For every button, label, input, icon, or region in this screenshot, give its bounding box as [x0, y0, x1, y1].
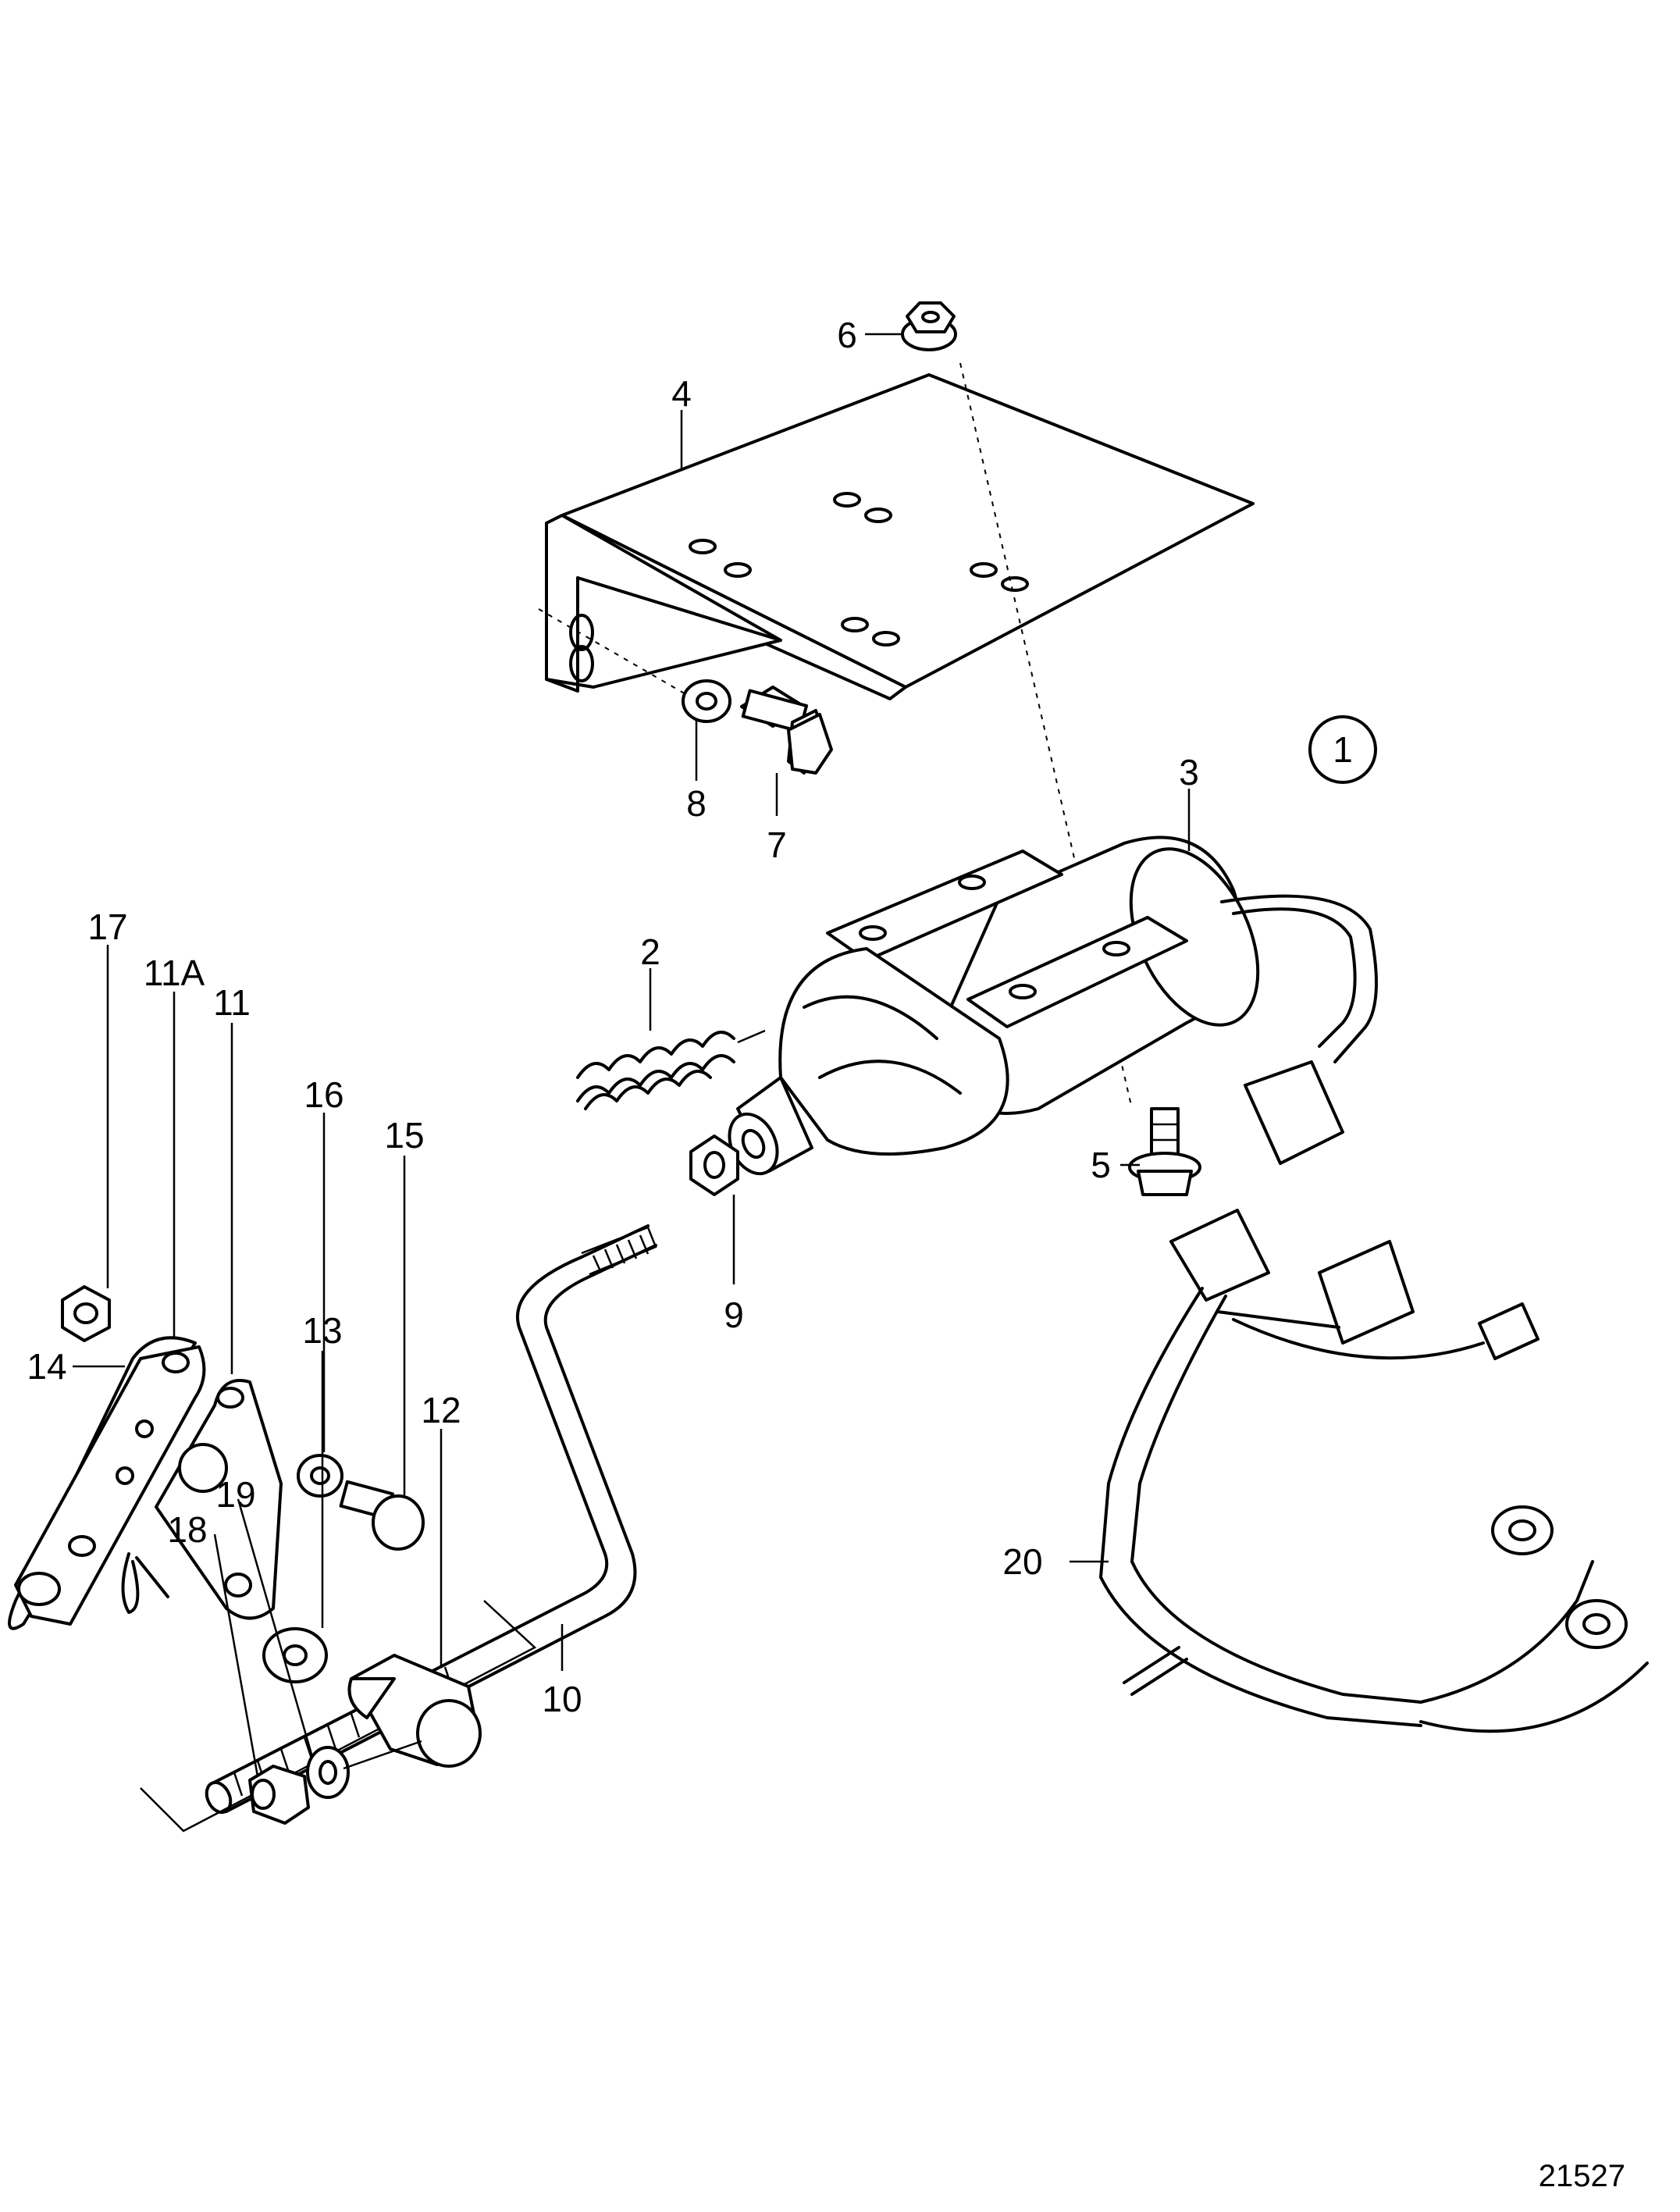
label-6: 6: [837, 315, 857, 355]
label-9: 9: [724, 1295, 744, 1335]
figure-number: 21527: [1539, 2159, 1625, 2193]
label-11: 11: [213, 982, 251, 1023]
label-18: 18: [167, 1509, 207, 1550]
bolt-15: [339, 1480, 425, 1551]
label-1: 1: [1333, 729, 1353, 770]
labels: 1 2 3 4 5 6 7 8 9 10 11 11A 12 13 14 15 …: [27, 315, 1625, 2193]
wiring-harness: [1099, 894, 1649, 1733]
flange-bolt: [1128, 1107, 1201, 1196]
link-rod: [140, 1224, 657, 1833]
label-2: 2: [640, 931, 660, 972]
label-4: 4: [671, 373, 692, 414]
assembly-line-ball-joint: [343, 1740, 422, 1770]
callout-circle: [1308, 715, 1377, 784]
washer: [682, 679, 731, 723]
bolt: [740, 686, 833, 775]
label-17: 17: [87, 907, 127, 947]
label-7: 7: [767, 825, 787, 865]
leader-lines: [73, 333, 1191, 1777]
return-spring: [576, 1029, 766, 1110]
label-10: 10: [542, 1679, 582, 1719]
flange-nut: [901, 301, 957, 351]
label-3: 3: [1179, 752, 1199, 793]
hex-nut-18: [248, 1765, 310, 1825]
label-19: 19: [215, 1474, 255, 1515]
washer-19: [306, 1746, 350, 1799]
stop-solenoid: [728, 835, 1260, 1176]
label-13: 13: [302, 1310, 342, 1351]
washer-13: [262, 1627, 328, 1683]
washer-16: [297, 1454, 343, 1498]
label-14: 14: [27, 1346, 66, 1387]
bracket-plate: [545, 373, 1255, 700]
label-12: 12: [421, 1390, 461, 1430]
label-20: 20: [1002, 1541, 1042, 1582]
lever-plate-11a: [8, 1336, 206, 1630]
label-8: 8: [686, 783, 707, 824]
cotter-pin: [121, 1552, 169, 1614]
label-16: 16: [304, 1074, 343, 1115]
assembly-line-bolt: [538, 608, 688, 696]
label-11a: 11A: [144, 953, 205, 993]
ball-joint: [347, 1654, 482, 1768]
lock-nut: [689, 1134, 739, 1196]
lever-plate-11: [155, 1379, 283, 1620]
hex-nut-top: [61, 1285, 111, 1342]
label-5: 5: [1091, 1145, 1111, 1185]
label-15: 15: [384, 1115, 424, 1156]
